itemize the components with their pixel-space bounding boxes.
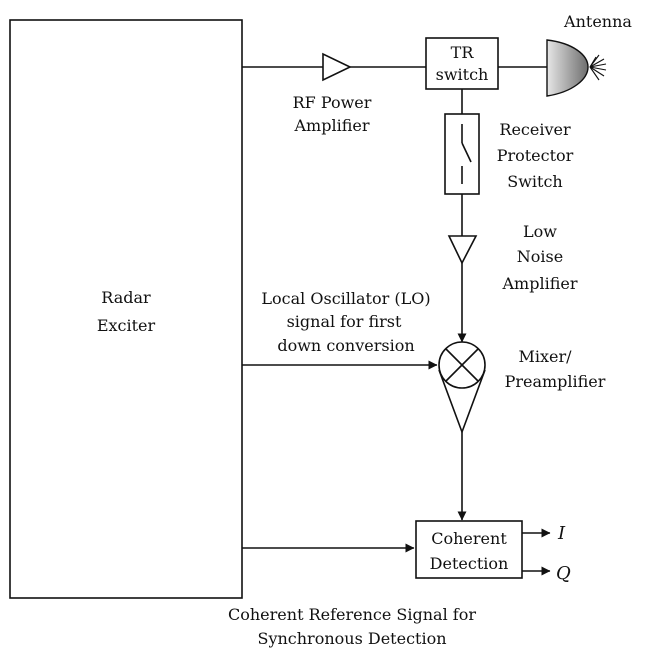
radar-exciter-label-line1: Radar — [101, 288, 151, 307]
radar-exciter-label-line2: Exciter — [97, 316, 156, 335]
tr-switch-label-line1: TR — [451, 43, 475, 62]
dish-antenna-icon — [546, 39, 607, 97]
receiver-protector-switch-label-line2: Protector — [497, 146, 574, 165]
low-noise-amplifier-label-line2: Noise — [517, 247, 563, 266]
coherent-detection-label-line2: Detection — [430, 554, 509, 573]
tr-switch-block: TR switch — [425, 37, 499, 90]
low-noise-amplifier-label-line1: Low — [523, 222, 557, 241]
mixer-preamplifier-label-line1: Mixer/ — [518, 347, 572, 366]
coherent-detection-block: Coherent Detection — [415, 520, 523, 579]
radar-exciter-block: Radar Exciter — [9, 19, 243, 599]
local-oscillator-label-line2: signal for first — [287, 312, 402, 331]
transmit-path — [242, 52, 426, 82]
receiver-protector-switch-block — [444, 113, 480, 195]
local-oscillator-label-line3: down conversion — [277, 336, 414, 355]
tr-switch-label-line2: switch — [436, 65, 489, 84]
local-oscillator-label-line1: Local Oscillator (LO) — [261, 289, 430, 308]
coherent-reference-label-line2: Synchronous Detection — [257, 629, 446, 648]
open-switch-icon — [461, 124, 472, 184]
coherent-detection-label-line1: Coherent — [431, 529, 507, 548]
coherent-reference-label-line1: Coherent Reference Signal for — [228, 605, 476, 624]
rf-power-amplifier-icon — [322, 52, 352, 82]
rf-power-amplifier-label-line1: RF Power — [293, 93, 372, 112]
output-i-label: I — [557, 523, 566, 544]
mixer-preamplifier-label-line2: Preamplifier — [505, 372, 606, 391]
low-noise-amplifier-icon — [447, 235, 478, 265]
receiver-protector-switch-label-line1: Receiver — [499, 120, 571, 139]
mixer-preamplifier-block — [438, 341, 486, 435]
antenna-label: Antenna — [563, 12, 632, 31]
low-noise-amplifier-label-line3: Amplifier — [502, 274, 578, 293]
receiver-protector-switch-label-line3: Switch — [507, 172, 562, 191]
rf-power-amplifier-label-line2: Amplifier — [294, 116, 370, 135]
output-q-label: Q — [556, 563, 571, 584]
